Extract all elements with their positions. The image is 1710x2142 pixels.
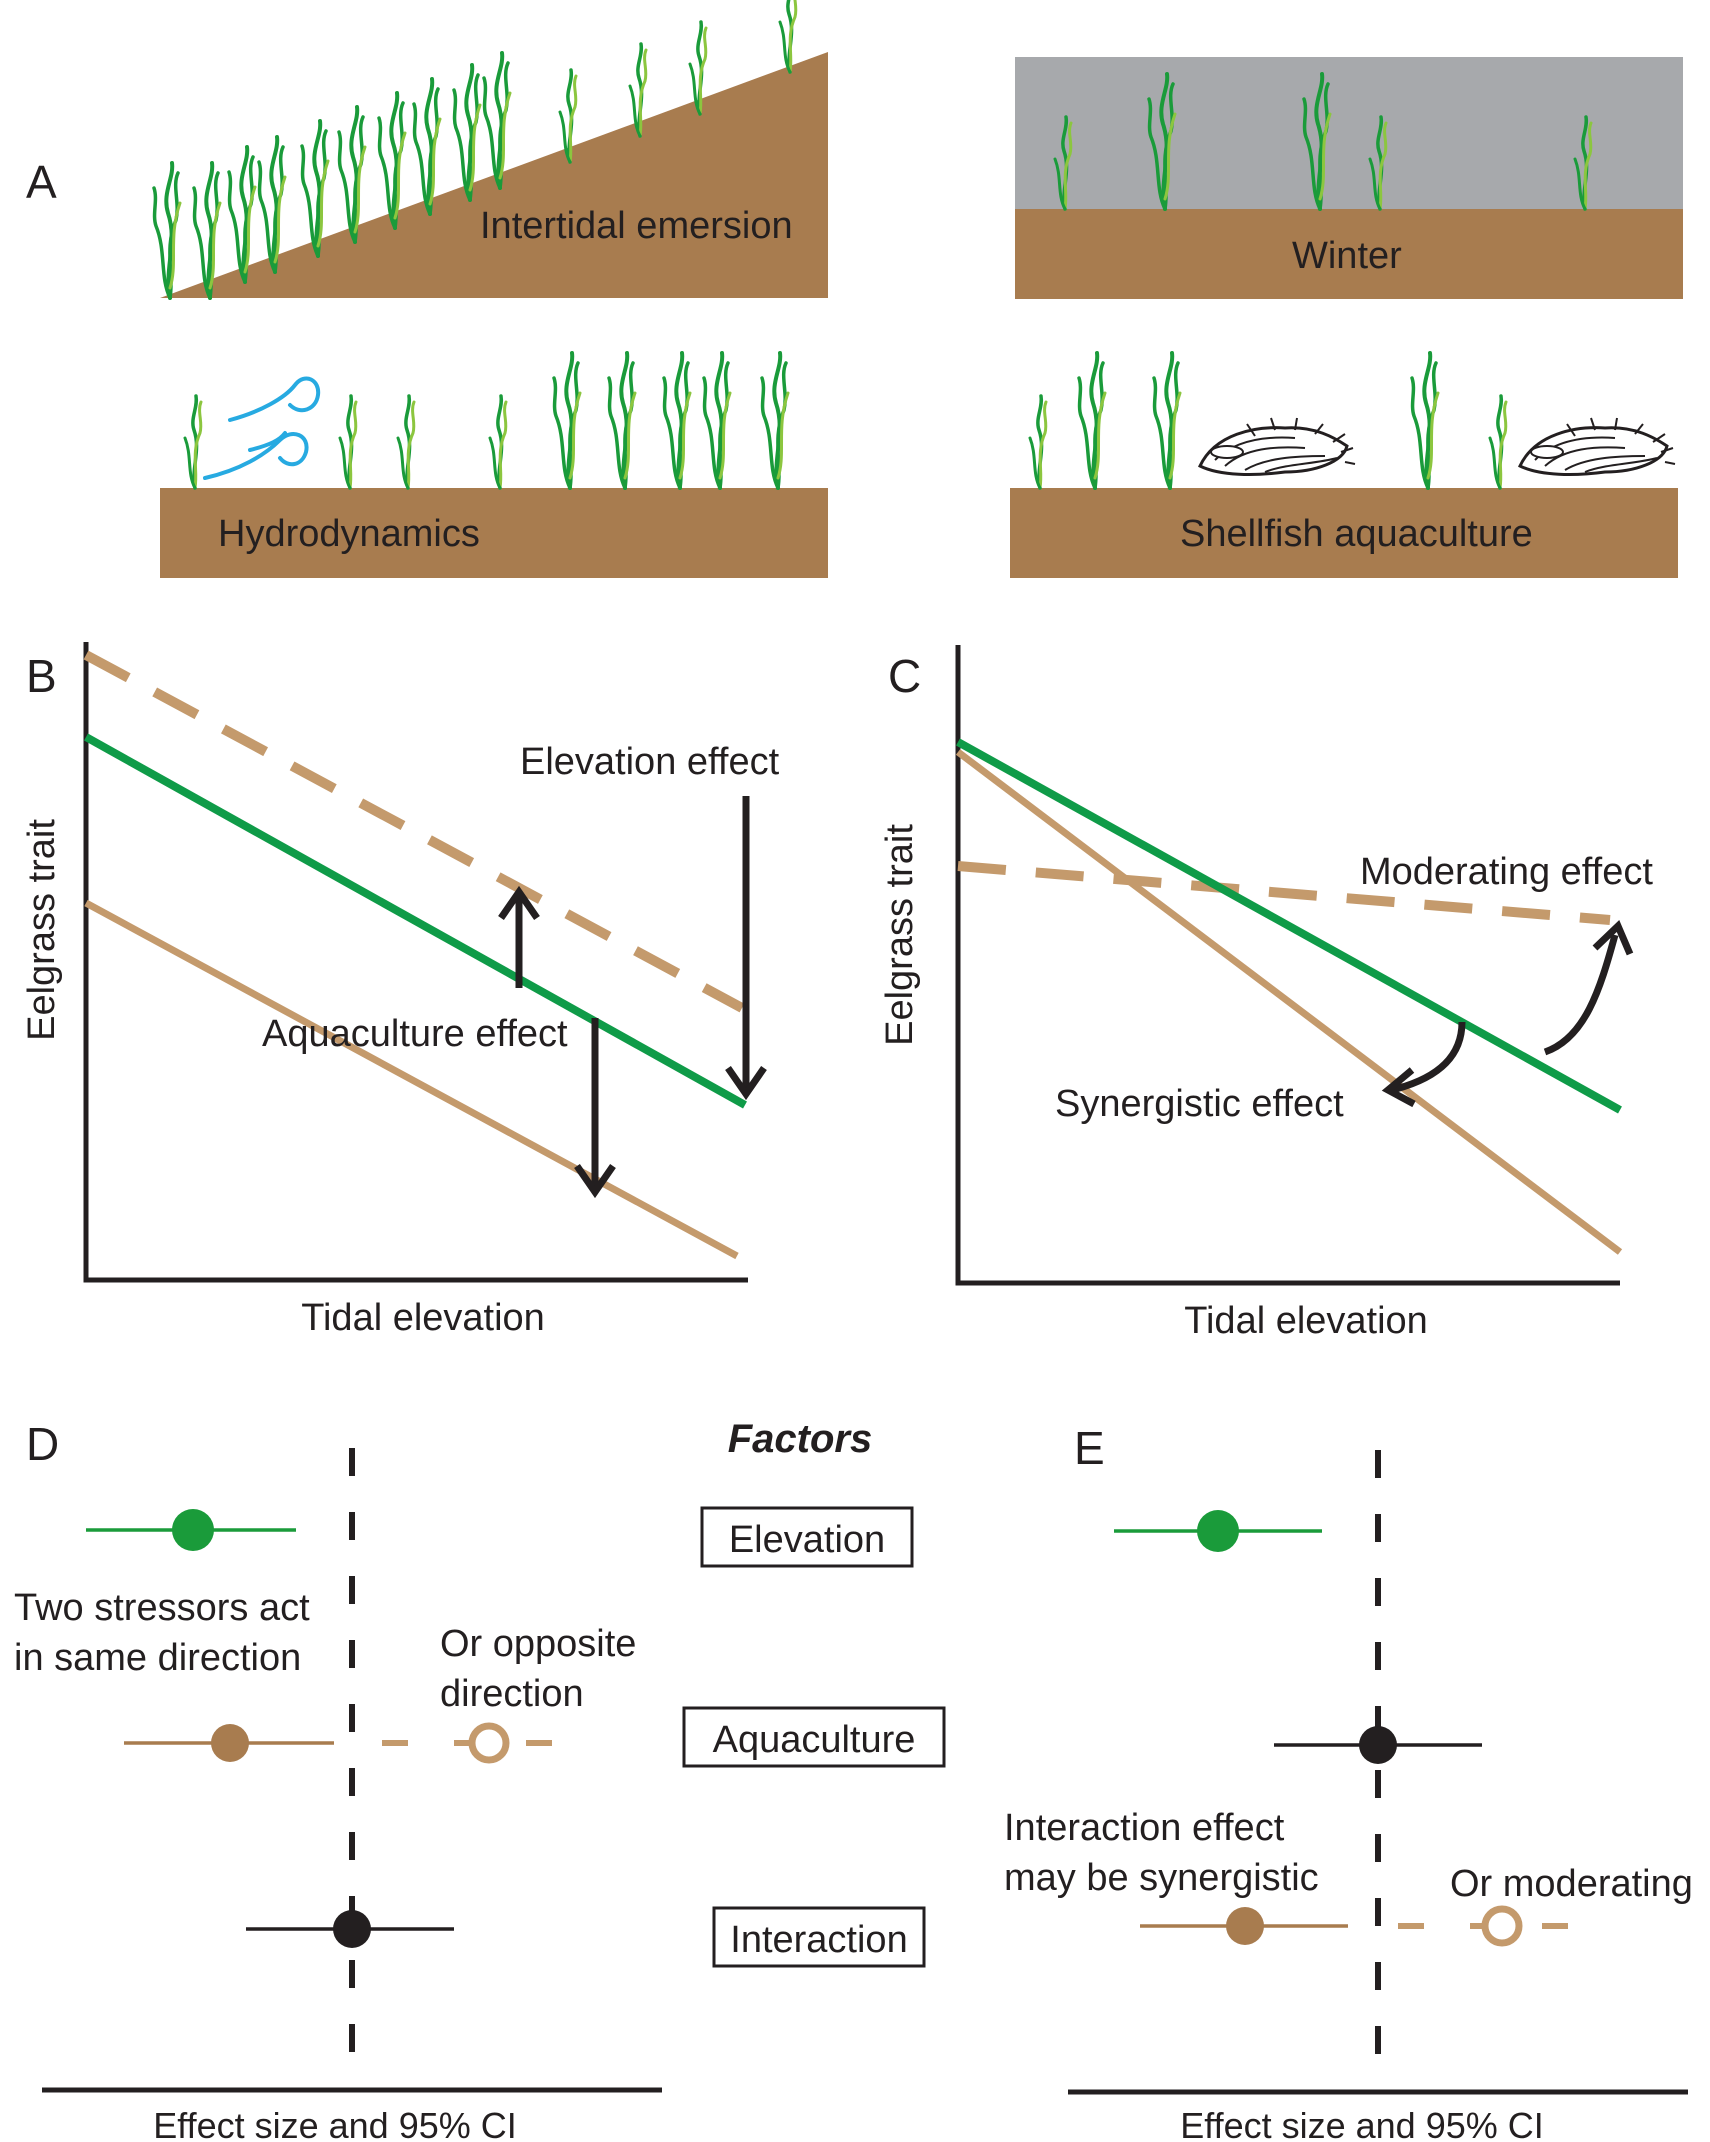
panel-d-forest-plot: Two stressors act in same direction Or o… xyxy=(14,1448,662,2142)
synergistic-effect-label: Synergistic effect xyxy=(1055,1083,1344,1125)
oyster-icon xyxy=(1198,416,1357,476)
panel-b-plot: Elevation effect Aquaculture effect Eelg… xyxy=(21,642,780,1339)
elevation-effect-label: Elevation effect xyxy=(520,741,780,783)
panel-c-letter: C xyxy=(888,650,921,702)
note-moderating: Or moderating xyxy=(1450,1863,1693,1905)
x-axis-label: Effect size and 95% CI xyxy=(1180,2105,1544,2142)
oyster-icon xyxy=(1518,416,1677,476)
scene-hydrodynamics: Hydrodynamics xyxy=(160,351,828,578)
water-column xyxy=(1015,57,1683,209)
panel-d-letter: D xyxy=(26,1418,59,1470)
note-synergistic: may be synergistic xyxy=(1004,1857,1319,1899)
axes xyxy=(83,642,748,1283)
arrow-icon xyxy=(1543,919,1634,1056)
panel-b-letter: B xyxy=(26,650,57,702)
scene-label: Hydrodynamics xyxy=(218,513,480,555)
factor-interaction: Interaction xyxy=(730,1919,907,1961)
x-axis-label: Effect size and 95% CI xyxy=(153,2105,517,2142)
elevation-point xyxy=(1197,1510,1239,1552)
aquaculture-effect-label: Aquaculture effect xyxy=(262,1013,568,1055)
factor-box-aquaculture xyxy=(682,1706,946,1768)
factor-elevation: Elevation xyxy=(729,1519,885,1561)
factor-aquaculture: Aquaculture xyxy=(713,1719,916,1761)
eelgrass-icon xyxy=(183,351,790,490)
scene-winter: Winter xyxy=(1015,57,1683,299)
note-opposite-direction: Or opposite xyxy=(440,1623,636,1665)
x-axis-label: Tidal elevation xyxy=(301,1297,545,1339)
interaction-point-synergistic xyxy=(1226,1907,1264,1945)
panel-e-letter: E xyxy=(1074,1422,1105,1474)
aquaculture-point xyxy=(211,1724,249,1762)
interaction-point xyxy=(333,1910,371,1948)
interaction-point-moderating xyxy=(1481,1905,1523,1947)
aquaculture-dashed-line xyxy=(957,861,1611,925)
scene-label: Winter xyxy=(1292,235,1402,277)
aquaculture-line xyxy=(955,749,1623,1255)
elevation-point xyxy=(172,1509,214,1551)
arrow-icon xyxy=(1381,1021,1466,1108)
scene-intertidal-emersion: Intertidal emersion xyxy=(152,0,828,300)
factor-box-elevation xyxy=(700,1506,914,1568)
water-flow-icon xyxy=(203,376,321,480)
sediment xyxy=(160,488,828,578)
note-synergistic: Interaction effect xyxy=(1004,1807,1285,1849)
y-axis-label: Eelgrass trait xyxy=(21,819,63,1041)
aquaculture-point xyxy=(1359,1726,1397,1764)
factors-legend: Factors Elevation Aquaculture Interactio… xyxy=(682,1417,946,1968)
factor-box-interaction xyxy=(712,1906,926,1968)
scene-shellfish-aquaculture: Shellfish aquaculture xyxy=(1010,351,1678,578)
aquaculture-dashed-line xyxy=(83,650,745,1013)
scene-label: Shellfish aquaculture xyxy=(1180,513,1533,555)
scene-label: Intertidal emersion xyxy=(480,205,793,247)
note-same-direction: in same direction xyxy=(14,1637,301,1679)
y-axis-label: Eelgrass trait xyxy=(879,824,921,1046)
panel-a-letter: A xyxy=(26,156,57,208)
axes xyxy=(955,645,1620,1286)
panel-e-forest-plot: Interaction effect may be synergistic Or… xyxy=(1004,1450,1693,2142)
sediment xyxy=(1010,488,1678,578)
moderating-effect-label: Moderating effect xyxy=(1360,851,1653,893)
note-same-direction: Two stressors act xyxy=(14,1587,310,1629)
sediment xyxy=(1015,209,1683,299)
arrow-icon xyxy=(574,1018,616,1199)
panel-c-plot: Moderating effect Synergistic effect Eel… xyxy=(879,645,1653,1342)
arrow-icon xyxy=(725,796,767,1101)
x-axis-label: Tidal elevation xyxy=(1184,1300,1428,1342)
aquaculture-point-opposite xyxy=(468,1722,510,1764)
factors-heading: Factors xyxy=(728,1417,873,1461)
note-opposite-direction: direction xyxy=(440,1673,584,1715)
control-line xyxy=(84,733,747,1109)
arrow-icon xyxy=(498,885,540,988)
aquaculture-line xyxy=(84,899,739,1260)
control-line xyxy=(956,738,1622,1114)
